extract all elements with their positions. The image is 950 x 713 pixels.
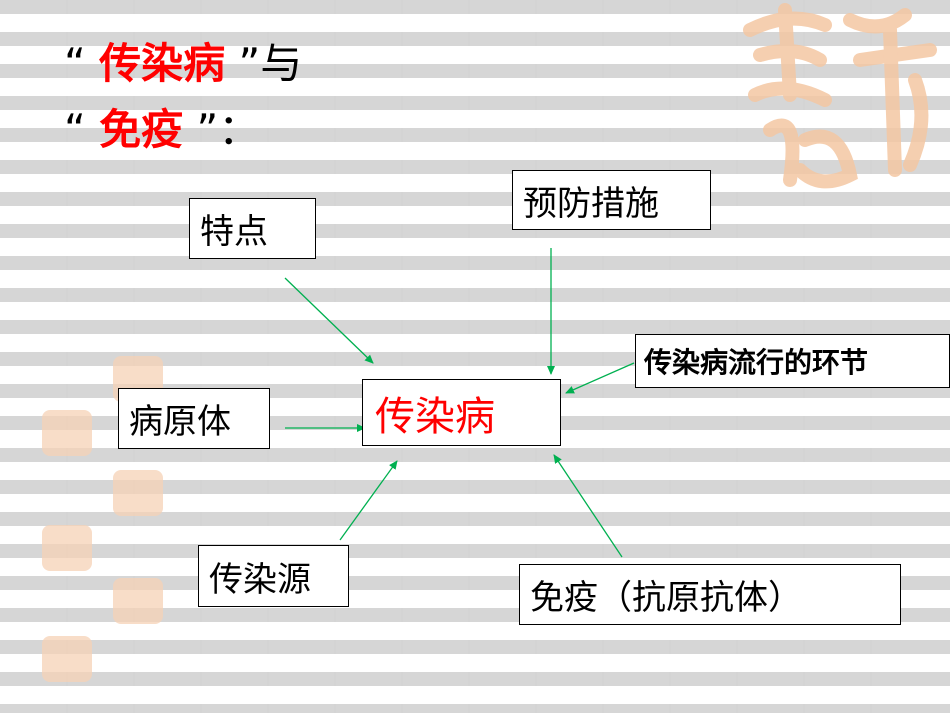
seal-icon: [113, 470, 163, 516]
node-epidemic-links-label: 传染病流行的环节: [644, 346, 869, 379]
seal-logo-large: [743, 3, 937, 189]
title-quote-close: ”与: [238, 39, 303, 88]
seal-icon: [42, 636, 92, 682]
node-prevention: 预防措施: [512, 170, 711, 230]
guide-line: [200, 0, 202, 713]
node-source: 传染源: [198, 545, 349, 607]
title-highlight-disease: 传染病: [99, 39, 226, 88]
node-pathogen-label: 病原体: [129, 402, 231, 442]
node-prevention-label: 预防措施: [523, 183, 659, 224]
arrow-source: [339, 460, 398, 541]
arrow-features: [284, 277, 374, 364]
title-quote-close: ”：: [196, 105, 261, 154]
node-center-label: 传染病: [375, 393, 495, 440]
guide-line: [334, 0, 336, 713]
guide-line: [468, 0, 470, 713]
seal-icon: [42, 410, 92, 456]
seal-icon: [113, 578, 163, 624]
title-line-1: “ 传染病 ”与: [64, 40, 302, 88]
title-quote-open: “: [64, 105, 86, 154]
node-immunity-label: 免疫（抗原抗体）: [530, 578, 802, 618]
arrow-epidemic-links: [565, 362, 635, 394]
node-epidemic-links: 传染病流行的环节: [635, 334, 950, 388]
guide-line: [66, 0, 68, 713]
node-center-disease: 传染病: [362, 379, 561, 446]
node-pathogen: 病原体: [118, 388, 270, 449]
node-source-label: 传染源: [209, 559, 311, 600]
arrow-immunity: [553, 454, 623, 558]
guide-line: [401, 0, 403, 713]
guide-line: [267, 0, 269, 713]
node-immunity: 免疫（抗原抗体）: [519, 564, 901, 625]
seal-icon: [42, 525, 92, 571]
node-features-label: 特点: [200, 212, 268, 252]
title-quote-open: “: [64, 39, 86, 88]
title-line-2: “ 免疫 ”：: [64, 106, 260, 154]
title-highlight-immunity: 免疫: [99, 105, 184, 154]
guide-line: [602, 0, 604, 713]
guide-line: [535, 0, 537, 713]
node-features: 特点: [189, 198, 316, 259]
